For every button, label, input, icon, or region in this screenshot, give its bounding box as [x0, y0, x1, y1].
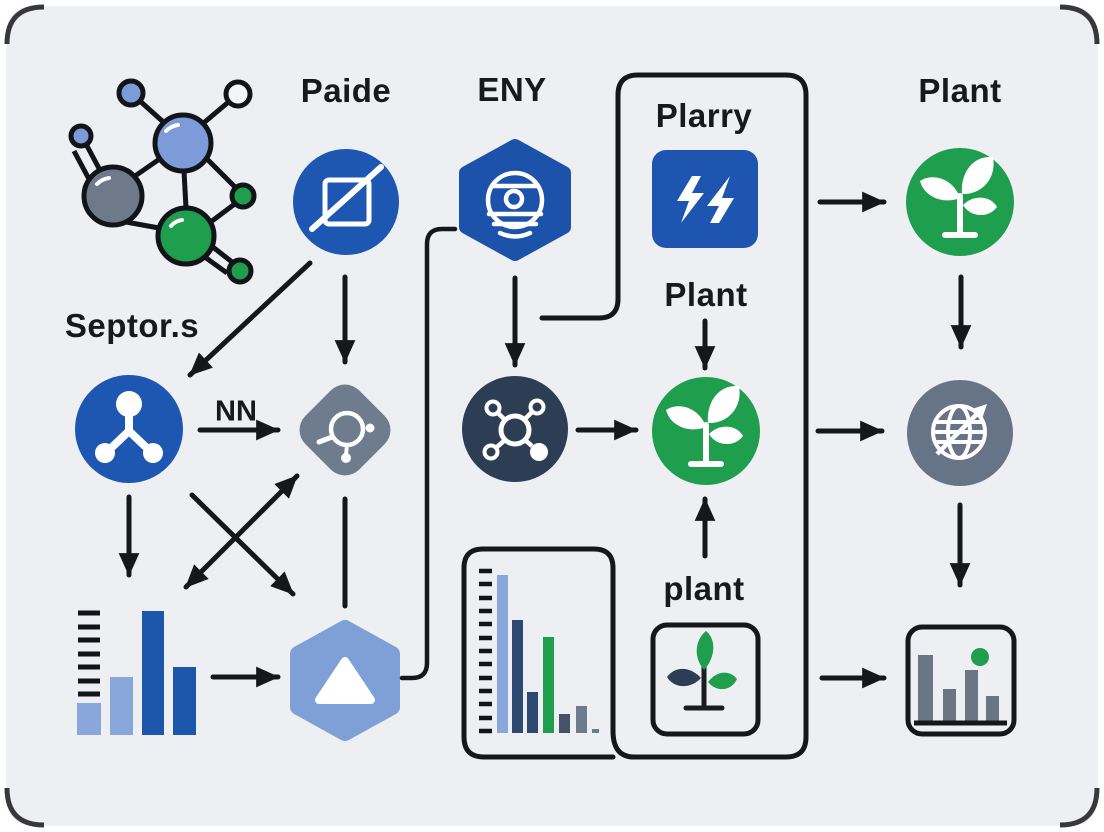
plarry-node — [652, 150, 758, 248]
sensor-ring-icon — [316, 410, 375, 463]
sync-bolts-icon — [677, 176, 734, 223]
globe-node — [907, 380, 1013, 486]
plant-square-node — [650, 622, 761, 737]
triangle-icon — [315, 657, 375, 704]
septors-label: Septor.s — [64, 307, 200, 344]
tree-icon — [667, 631, 737, 711]
dark-hub-node — [462, 376, 568, 482]
no-image-icon — [309, 164, 384, 232]
globe-arrow-icon — [931, 404, 987, 460]
result-chart-node — [905, 624, 1017, 737]
plant-lower-label: plant — [663, 570, 745, 607]
arrow-diagonal-down — [189, 492, 296, 597]
panel-bar-chart — [479, 568, 599, 734]
card-corner-arcs — [4, 4, 1100, 828]
arrow-double-diagonal — [183, 473, 300, 590]
nn-label: NN — [215, 395, 257, 428]
plant-mid-node — [652, 377, 760, 485]
paide-label: Paide — [300, 72, 392, 109]
molecule-graphic — [68, 78, 257, 285]
panel-outline — [461, 546, 616, 760]
triangle-hexagon-node — [290, 620, 400, 741]
network-nodes-icon — [95, 391, 163, 463]
plant-mid-label: Plant — [664, 276, 748, 313]
hub-network-icon — [482, 398, 548, 461]
plarry-container-outline — [461, 72, 809, 760]
left-bar-chart — [77, 610, 196, 735]
connector-hexagon-to-eny — [399, 226, 458, 681]
plarry-label: Plarry — [655, 97, 753, 134]
eny-node — [459, 139, 571, 261]
diamond-node — [299, 384, 391, 476]
plant-top-label: Plant — [918, 72, 1002, 109]
bar-chart-dot-icon — [914, 648, 1007, 726]
eny-label: ENY — [477, 71, 547, 108]
septors-node — [75, 375, 183, 483]
sphere-hexagon-icon — [485, 170, 545, 239]
paide-node — [293, 149, 399, 255]
plant-top-node — [906, 148, 1014, 256]
diagram-arrows — [118, 191, 972, 689]
arrow-paide-to-septors — [187, 260, 313, 378]
